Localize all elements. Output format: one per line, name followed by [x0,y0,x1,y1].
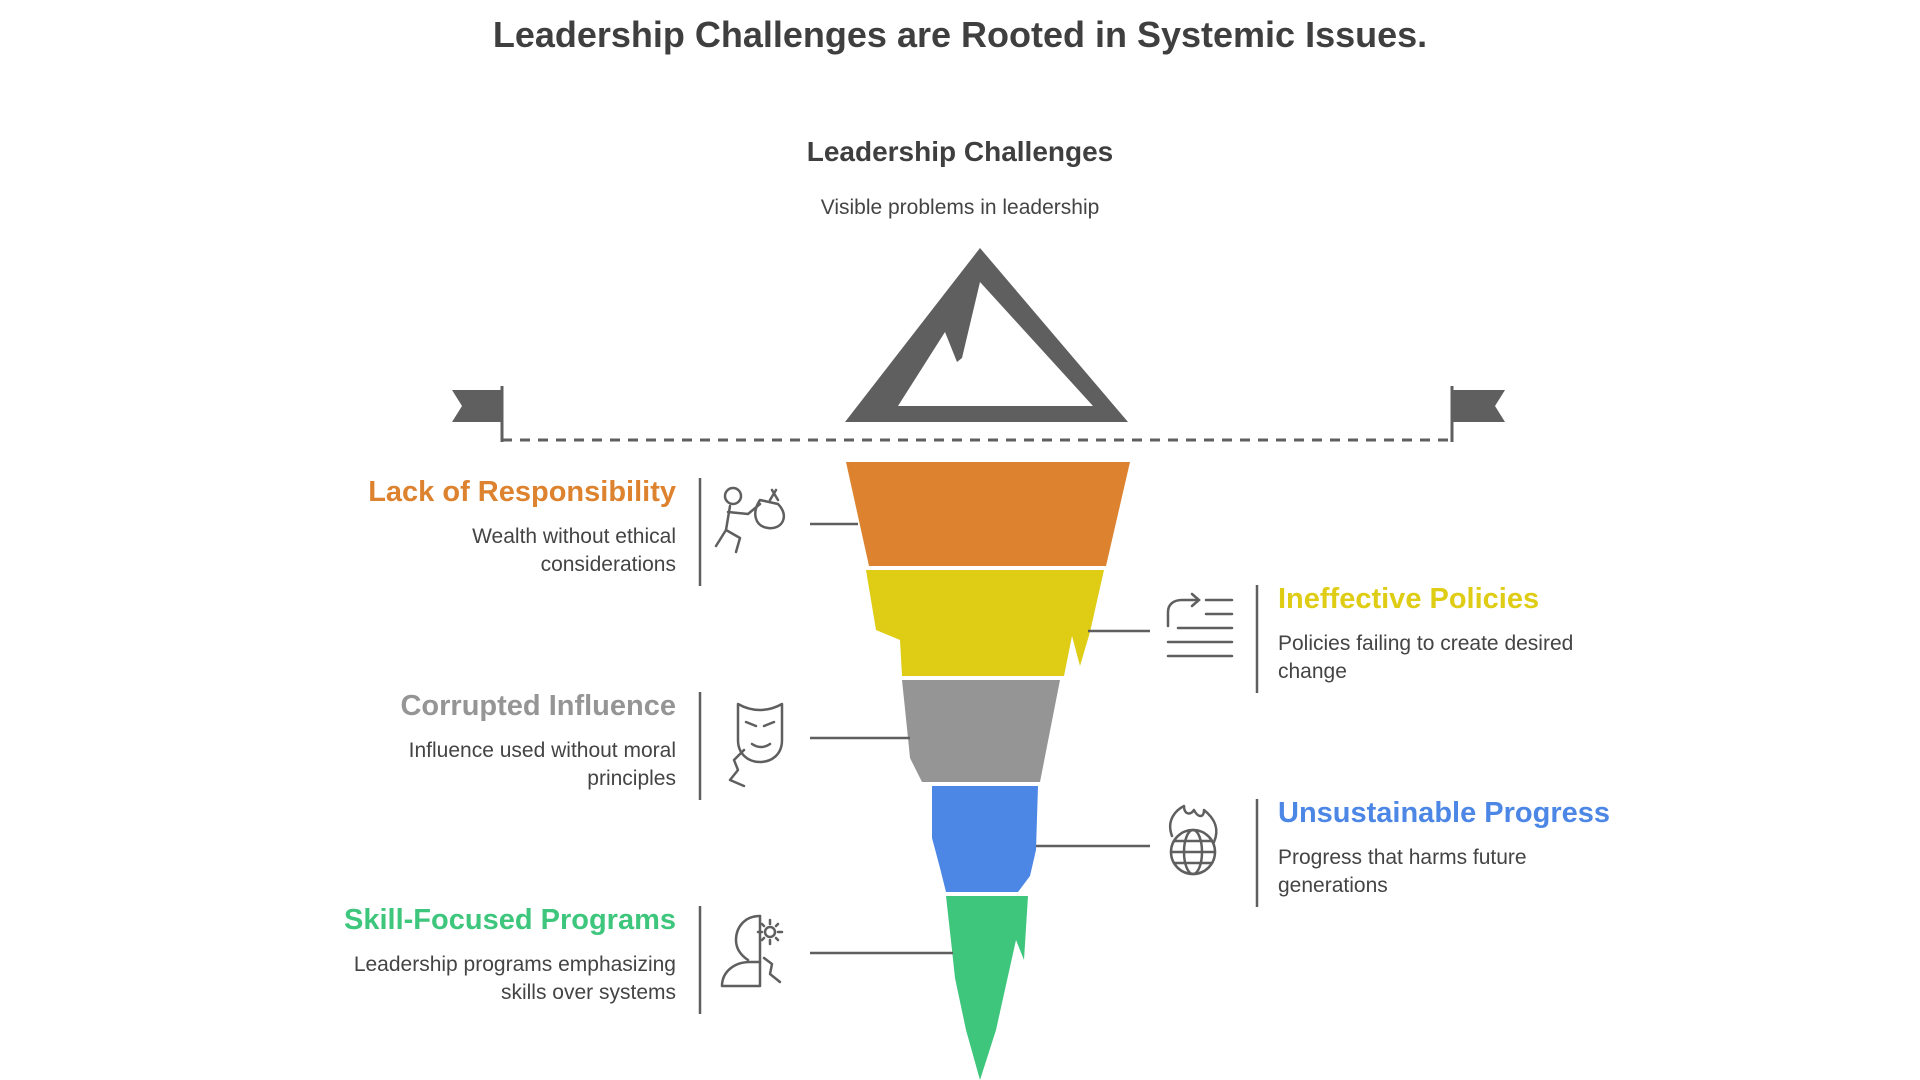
layer-3-label: Corrupted Influence Influence used witho… [236,690,676,793]
layer-3-title: Corrupted Influence [400,690,676,722]
layer-4-title: Unsustainable Progress [1278,797,1610,829]
tip-description: Visible problems in leadership [820,196,1100,219]
person-carrying-money-bag-icon [714,486,786,554]
layer-5-title: Skill-Focused Programs [344,904,676,936]
layer-4-shape [932,786,1038,892]
layer-5-label: Skill-Focused Programs Leadership progra… [236,904,676,1007]
layer-3-shape [902,680,1060,782]
layer-5-shape [946,896,1028,1080]
left-flag-icon [452,390,502,422]
layer-3-description: Influence used without moral principles [408,739,676,790]
layer-1-shape [846,462,1130,566]
head-with-gear-icon [720,914,784,988]
tip-title: Leadership Challenges [806,136,1114,167]
layer-5-description: Leadership programs emphasizing skills o… [353,953,676,1004]
layer-2-description: Policies failing to create desired chang… [1278,632,1574,683]
policy-document-arrow-icon [1166,592,1234,658]
layer-2-title: Ineffective Policies [1278,583,1540,615]
layer-4-label: Unsustainable Progress Progress that har… [1278,797,1718,900]
layer-1-label: Lack of Responsibility Wealth without et… [236,476,676,579]
layer-2-shape [866,570,1104,676]
right-flag-icon [1452,390,1505,422]
layer-1-description: Wealth without ethical considerations [472,525,676,576]
layer-1-title: Lack of Responsibility [368,476,676,508]
diagram-title: Leadership Challenges are Rooted in Syst… [492,14,1428,55]
burning-globe-icon [1168,804,1218,876]
layer-2-label: Ineffective Policies Policies failing to… [1278,583,1718,686]
mask-icon [728,702,784,788]
layer-4-description: Progress that harms future generations [1278,846,1527,897]
mountain-icon [845,248,1128,422]
